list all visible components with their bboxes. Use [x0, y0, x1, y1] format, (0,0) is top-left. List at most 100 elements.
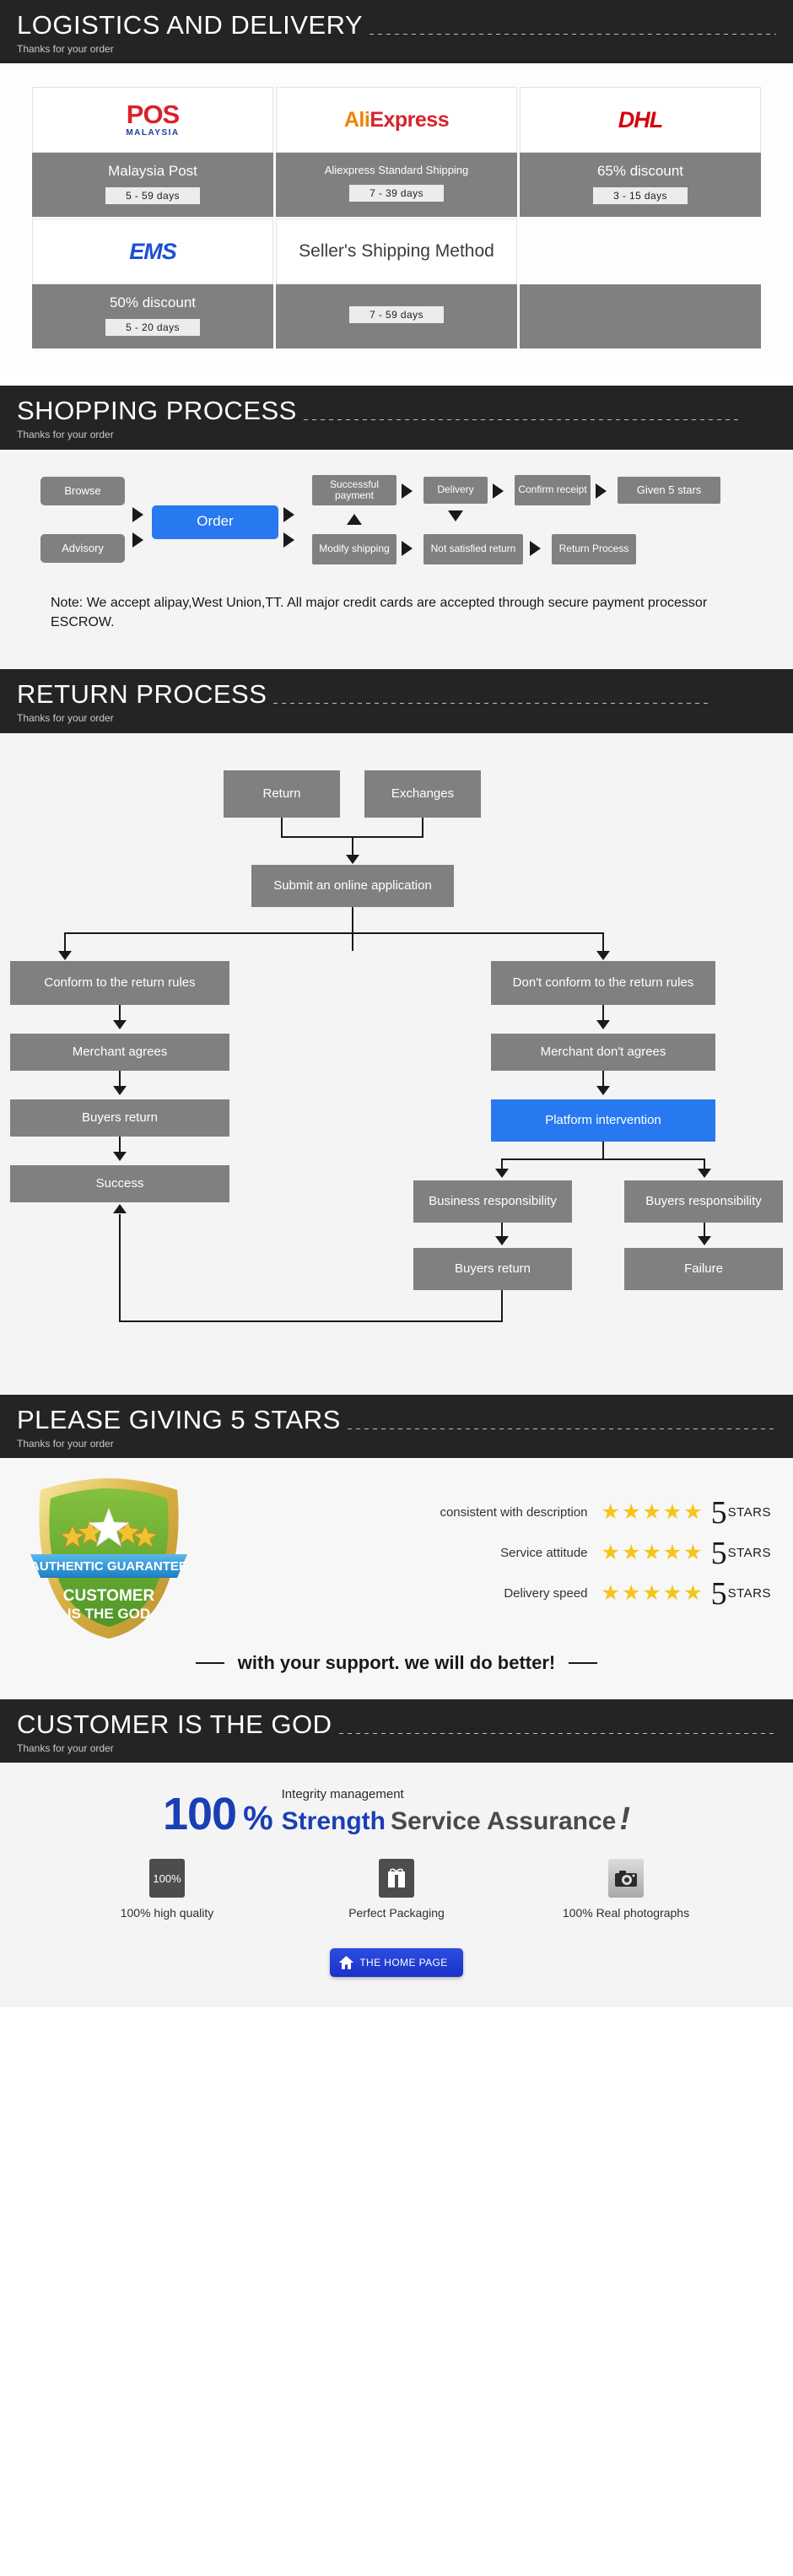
rating-label: Delivery speed [504, 1586, 588, 1601]
connector [501, 1158, 503, 1172]
carrier-logo-cell-empty [520, 219, 761, 284]
flow-node-buyers-return-right: Buyers return [413, 1247, 572, 1290]
feature-item: 100% Real photographs [542, 1859, 710, 1920]
section-subtitle: Thanks for your order [17, 429, 114, 441]
section-title: PLEASE GIVING 5 STARS [17, 1404, 341, 1434]
shopping-process-diagram: Browse Advisory Order Successful payment… [0, 449, 793, 670]
connector [501, 1222, 503, 1239]
section-banner-logistics: LOGISTICS AND DELIVERY Thanks for your o… [0, 0, 793, 64]
flow-node-delivery: Delivery [423, 476, 488, 504]
section-subtitle: Thanks for your order [17, 1437, 114, 1450]
rating-unit: STARS [727, 1586, 771, 1601]
delivery-days: 5 - 20 days [105, 318, 200, 336]
payment-note: Note: We accept alipay,West Union,TT. Al… [17, 581, 776, 662]
connector [119, 1320, 503, 1322]
rating-row: consistent with description ★★★★★ 5 STAR… [195, 1497, 771, 1529]
carrier-logo-cell: DHL [520, 87, 761, 154]
section-subtitle: Thanks for your order [17, 712, 114, 725]
flow-node-buyers-responsibility: Buyers responsibility [624, 1180, 783, 1223]
star-rating-icons: ★★★★★ [601, 1541, 704, 1565]
flow-node-submit-application: Submit an online application [251, 864, 454, 907]
rating-score: 5 [710, 1494, 727, 1531]
carrier-name: 50% discount [109, 294, 197, 311]
shipping-methods-table: POS MALAYSIA Malaysia Post 5 - 59 days A… [0, 63, 793, 375]
rating-row: Delivery speed ★★★★★ 5 STARS [195, 1578, 771, 1610]
arrow-to-platform-intervention [596, 1085, 610, 1095]
promo-exclaim: ! [619, 1801, 631, 1838]
arrow-modify-to-not-satisfied [402, 540, 413, 556]
rule-left [195, 1661, 224, 1664]
rating-score: 5 [710, 1535, 727, 1571]
support-message: with your support. we will do better! [237, 1651, 556, 1673]
section-title: RETURN PROCESS [17, 679, 267, 710]
pos-logo-main: POS [126, 99, 180, 129]
arrow-payment-to-delivery [402, 483, 413, 499]
section-banner-shopping: SHOPPING PROCESS Thanks for your order [0, 386, 793, 450]
shipping-method-card: AliExpress Aliexpress Standard Shipping … [276, 87, 517, 218]
aliexpress-logo: AliExpress [343, 107, 450, 132]
authentic-guarantee-badge: AUTHENTIC GUARANTEE CUSTOMER IS THE GOD [22, 1473, 195, 1642]
rating-section: AUTHENTIC GUARANTEE CUSTOMER IS THE GOD … [0, 1457, 793, 1699]
rating-unit: STARS [727, 1546, 771, 1561]
flow-node-not-satisfied-return: Not satisfied return [423, 533, 523, 564]
carrier-logo-cell: POS MALAYSIA [32, 87, 273, 154]
flow-node-modify-shipping: Modify shipping [312, 533, 396, 564]
arrow-to-failure [698, 1235, 711, 1245]
flow-node-merchant-agrees: Merchant agrees [10, 1033, 229, 1071]
rating-unit: STARS [727, 1505, 771, 1520]
star-rating-icons: ★★★★★ [601, 1500, 704, 1525]
section-title: LOGISTICS AND DELIVERY [17, 10, 364, 40]
carrier-info-cell: 7 - 59 days [276, 284, 517, 349]
feature-item: Perfect Packaging [312, 1859, 481, 1920]
flow-node-business-responsibility: Business responsibility [413, 1180, 572, 1223]
gift-box-icon [379, 1859, 414, 1898]
support-message-row: with your support. we will do better! [0, 1642, 793, 1693]
shield-icon: AUTHENTIC GUARANTEE CUSTOMER IS THE GOD [30, 1477, 187, 1639]
delivery-days: 7 - 39 days [349, 185, 444, 203]
rule-right [569, 1661, 598, 1664]
shipping-method-card: EMS 50% discount 5 - 20 days [32, 219, 273, 349]
shipping-method-card: Seller's Shipping Method 7 - 59 days [276, 219, 517, 349]
arrow-to-dont-conform [596, 950, 610, 960]
ems-logo: EMS [129, 238, 177, 264]
flow-node-platform-intervention: Platform intervention [491, 1099, 715, 1142]
flow-node-return-process: Return Process [552, 533, 636, 564]
flow-node-successful-payment: Successful payment [312, 474, 396, 505]
promo-integrity: Integrity management [281, 1787, 404, 1802]
connector [352, 835, 353, 861]
product-description-page: LOGISTICS AND DELIVERY Thanks for your o… [0, 0, 793, 2008]
feature-label: Perfect Packaging [348, 1906, 445, 1920]
arrow-delivery-to-confirm [493, 483, 504, 499]
flow-node-confirm-receipt: Confirm receipt [515, 474, 591, 505]
flow-node-given-5-stars: Given 5 stars [618, 476, 720, 504]
dotted-rule [338, 1732, 776, 1734]
promo-service-assurance: Service Assurance [390, 1807, 617, 1836]
badge-ribbon-text: AUTHENTIC GUARANTEE [30, 1559, 187, 1574]
connector [704, 1222, 705, 1239]
section-title: SHOPPING PROCESS [17, 396, 297, 426]
section-title: CUSTOMER IS THE GOD [17, 1709, 332, 1739]
connector [501, 1289, 503, 1322]
arrow-to-buyers-responsibility [698, 1168, 711, 1178]
arrow-delivery-to-not-satisfied [448, 510, 463, 521]
connector [64, 932, 604, 934]
home-icon [339, 1956, 354, 1970]
shipping-method-card: POS MALAYSIA Malaysia Post 5 - 59 days [32, 87, 273, 218]
carrier-info-cell: Aliexpress Standard Shipping 7 - 39 days [276, 153, 517, 218]
home-page-button[interactable]: THE HOME PAGE [330, 1948, 463, 1978]
arrow-not-satisfied-to-return-process [530, 540, 541, 556]
shipping-method-card-empty [520, 219, 761, 349]
dotted-rule [347, 1428, 776, 1429]
flow-node-advisory: Advisory [40, 533, 125, 563]
arrow-to-buyers-return-right [495, 1235, 509, 1245]
arrow-dont-conform-to-merchant-dont-agrees [596, 1019, 610, 1029]
flow-node-browse: Browse [40, 476, 125, 505]
delivery-days: 5 - 59 days [105, 186, 200, 204]
connector [119, 1213, 121, 1322]
feature-list: 100% 100% high quality Perfect Packaging [0, 1859, 793, 1920]
camera-glyph [615, 1871, 637, 1887]
flow-node-return: Return [224, 770, 340, 818]
arrow-conform-to-merchant-agrees [113, 1019, 127, 1029]
feature-label: 100% high quality [120, 1906, 214, 1920]
